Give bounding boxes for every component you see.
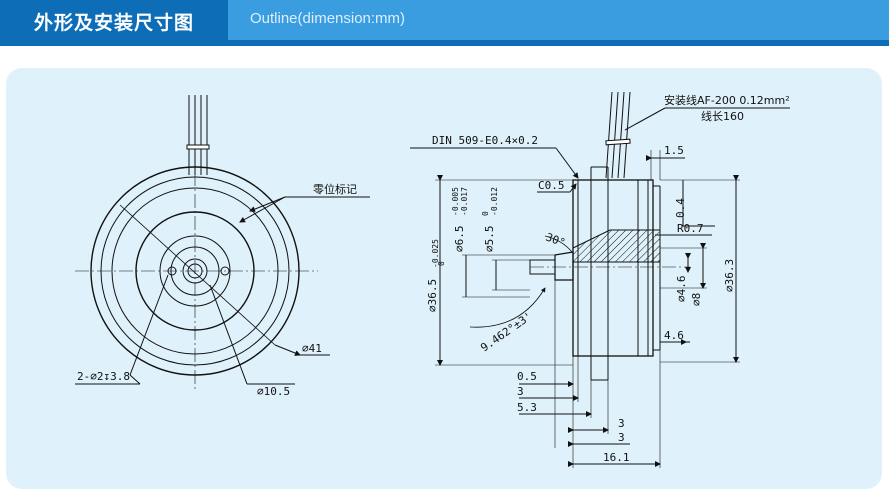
arc-dim-label: 9.462°±3' [478, 310, 534, 355]
dia-outer-label: ⌀41 [302, 342, 322, 355]
dia-36-3-label: ⌀36.3 [723, 259, 736, 292]
dia-5-5-label: ⌀5.5 [483, 226, 496, 253]
wire-length-label: 线长160 [701, 109, 744, 123]
chamfer-label: C0.5 [538, 179, 565, 192]
dia-8-label: ⌀8 [690, 293, 703, 306]
dia-inner-label: ⌀10.5 [257, 385, 290, 398]
title-en: Outline(dimension:mm) [250, 10, 406, 27]
dim-3b: 3 [618, 417, 625, 430]
standard-label: DIN 509-E0.4×0.2 [432, 134, 538, 147]
dia-6-5-label: ⌀6.5 [453, 226, 466, 253]
dia-36-5-dim: ⌀36.5 0 -0.025 [426, 239, 446, 312]
title-cn: 外形及安装尺寸图 [34, 12, 195, 34]
dia-4-6-label: ⌀4.6 [675, 276, 688, 303]
radius-label: R0.7 [677, 222, 704, 235]
zero-mark-label: 零位标记 [313, 182, 357, 196]
dia-5-5-tol: -0.012 [490, 187, 499, 216]
dia-36-5-tol: -0.025 [431, 239, 440, 268]
angle-label: 30° [544, 231, 567, 250]
dim-3a: 3 [517, 385, 524, 398]
header-bar: 外形及安装尺寸图 Outline(dimension:mm) [0, 0, 889, 46]
dim-0-4: 0.4 [674, 198, 687, 218]
front-view [75, 95, 370, 390]
dia-5-5-dim: ⌀5.5 0 -0.012 [481, 187, 499, 252]
dia-6-5-dim: ⌀6.5 -0.005 -0.017 [451, 187, 469, 252]
dim-3c: 3 [618, 431, 625, 444]
dia-6-5-tol-a: -0.005 [451, 187, 460, 216]
dia-5-5-tol-up: 0 [481, 211, 490, 216]
dim-4-6: 4.6 [664, 329, 684, 342]
header-stripe [0, 40, 889, 46]
dia-36-5-tol-up: 0 [437, 261, 446, 266]
wire-spec-label: 安装线AF-200 0.12mm² [664, 93, 790, 107]
dim-16-1: 16.1 [603, 451, 630, 464]
dim-5-3: 5.3 [517, 401, 537, 414]
dim-1-5: 1.5 [664, 144, 684, 157]
side-view [410, 91, 790, 468]
title-en-block: Outline(dimension:mm) [228, 0, 889, 40]
holes-label: 2-⌀2↧3.8 [77, 370, 130, 383]
dia-6-5-tol-b: -0.017 [460, 187, 469, 216]
dia-36-5-label: ⌀36.5 [426, 279, 439, 312]
dim-0-5: 0.5 [517, 370, 537, 383]
title-cn-block: 外形及安装尺寸图 [0, 0, 228, 40]
